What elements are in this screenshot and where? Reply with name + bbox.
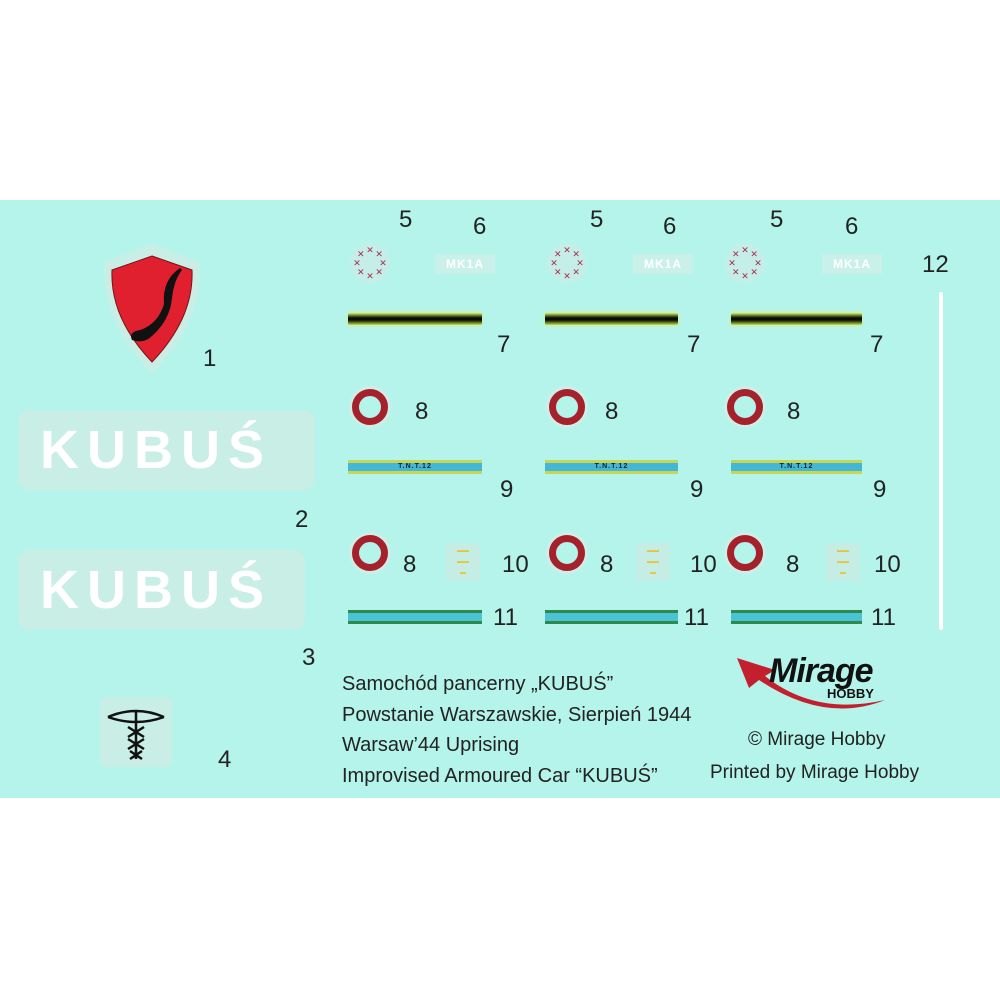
svg-text:✕: ✕ <box>357 267 365 277</box>
kubus-decal: KUBUŚ <box>18 550 305 630</box>
svg-text:✕: ✕ <box>554 249 562 259</box>
decal-number: 3 <box>302 644 316 671</box>
decal-number: 9 <box>873 476 887 503</box>
decal-number: 7 <box>687 331 701 358</box>
info-line: Warsaw’44 Uprising <box>342 734 520 756</box>
green-stripe-decal <box>545 610 678 624</box>
decal-number: 10 <box>690 551 717 578</box>
svg-text:✕: ✕ <box>357 249 365 259</box>
svg-text:✕: ✕ <box>572 249 580 259</box>
svg-text:✕: ✕ <box>750 249 758 259</box>
svg-text:✕: ✕ <box>375 249 383 259</box>
red-ring-decal <box>549 389 585 425</box>
registration-plate-decal: ▬▬▬▬▬ <box>636 543 670 581</box>
decal-number: 7 <box>870 331 884 358</box>
decal-number: 7 <box>497 331 511 358</box>
red-ring-decal <box>352 535 388 571</box>
svg-text:✕: ✕ <box>576 258 584 268</box>
mk1a-decal: MK1A <box>822 254 882 274</box>
printed-by: Printed by Mirage Hobby <box>710 762 920 783</box>
shield-emblem-decal <box>103 244 201 374</box>
mk1a-decal: MK1A <box>435 254 495 274</box>
black-stripe-decal <box>731 313 862 325</box>
tnt-stripe-decal: T.N.T.12 <box>731 460 862 474</box>
svg-text:✕: ✕ <box>375 267 383 277</box>
white-stripe-decal <box>939 292 943 630</box>
svg-text:✕: ✕ <box>563 271 571 281</box>
decal-number: 8 <box>787 398 801 425</box>
decal-number: 8 <box>605 398 619 425</box>
red-ring-decal <box>352 389 388 425</box>
copyright: © Mirage Hobby <box>748 729 886 750</box>
registration-plate-decal: ▬▬▬▬▬ <box>826 543 860 581</box>
sheet-info: Samochód pancerny „KUBUŚ” Powstanie Wars… <box>342 669 691 791</box>
decal-number: 9 <box>690 476 704 503</box>
decal-number: 11 <box>684 604 709 631</box>
decal-number: 11 <box>871 604 896 631</box>
svg-text:✕: ✕ <box>572 267 580 277</box>
decal-number: 1 <box>203 345 217 372</box>
svg-text:✕: ✕ <box>750 267 758 277</box>
decal-number: 5 <box>770 206 784 233</box>
decal-number: 9 <box>500 476 514 503</box>
decal-number: 8 <box>786 551 800 578</box>
svg-text:✕: ✕ <box>554 267 562 277</box>
svg-text:✕: ✕ <box>741 245 749 255</box>
decal-number: 5 <box>399 206 413 233</box>
logo-word: Mirage <box>769 652 874 690</box>
svg-text:✕: ✕ <box>754 258 762 268</box>
decal-number: 6 <box>473 213 487 240</box>
svg-text:✕: ✕ <box>550 258 558 268</box>
mirage-hobby-logo: Mirage HOBBY <box>735 648 920 718</box>
svg-text:✕: ✕ <box>741 271 749 281</box>
tnt-stripe-decal: T.N.T.12 <box>348 460 482 474</box>
red-ring-decal <box>727 535 763 571</box>
cross-roundel-decal: ✕✕✕✕✕✕✕✕ <box>725 243 765 283</box>
decal-number: 8 <box>600 551 614 578</box>
decal-number: 12 <box>922 251 949 278</box>
mk1a-decal: MK1A <box>633 254 693 274</box>
decal-number: 6 <box>663 213 677 240</box>
decal-number: 5 <box>590 206 604 233</box>
svg-text:✕: ✕ <box>379 258 387 268</box>
svg-text:✕: ✕ <box>366 245 374 255</box>
black-stripe-decal <box>545 313 678 325</box>
svg-text:✕: ✕ <box>732 267 740 277</box>
red-ring-decal <box>727 389 763 425</box>
decal-number: 8 <box>403 551 417 578</box>
decal-number: 10 <box>502 551 529 578</box>
info-line: Improvised Armoured Car “KUBUŚ” <box>342 764 658 787</box>
dragonfly-icon <box>107 709 165 761</box>
svg-text:✕: ✕ <box>366 271 374 281</box>
logo-sub: HOBBY <box>827 686 874 701</box>
svg-text:✕: ✕ <box>353 258 361 268</box>
registration-plate-decal: ▬▬▬▬▬ <box>446 543 480 581</box>
svg-text:✕: ✕ <box>732 249 740 259</box>
green-stripe-decal <box>348 610 482 624</box>
decal-number: 11 <box>493 604 518 631</box>
green-stripe-decal <box>731 610 862 624</box>
decal-number: 4 <box>218 746 232 773</box>
decal-number: 2 <box>295 506 309 533</box>
decal-number: 10 <box>874 551 901 578</box>
info-line: Powstanie Warszawskie, Sierpień 1944 <box>342 703 692 726</box>
decal-number: 8 <box>415 398 429 425</box>
red-ring-decal <box>549 535 585 571</box>
svg-text:✕: ✕ <box>563 245 571 255</box>
info-line: Samochód pancerny „KUBUŚ” <box>342 673 614 695</box>
svg-text:✕: ✕ <box>728 258 736 268</box>
kubus-decal: KUBUŚ <box>18 410 315 490</box>
decal-number: 6 <box>845 213 859 240</box>
cross-roundel-decal: ✕✕✕✕✕✕✕✕ <box>547 243 587 283</box>
insignia-decal <box>100 697 172 767</box>
cross-roundel-decal: ✕✕✕✕✕✕✕✕ <box>350 243 390 283</box>
black-stripe-decal <box>348 313 482 325</box>
tnt-stripe-decal: T.N.T.12 <box>545 460 678 474</box>
